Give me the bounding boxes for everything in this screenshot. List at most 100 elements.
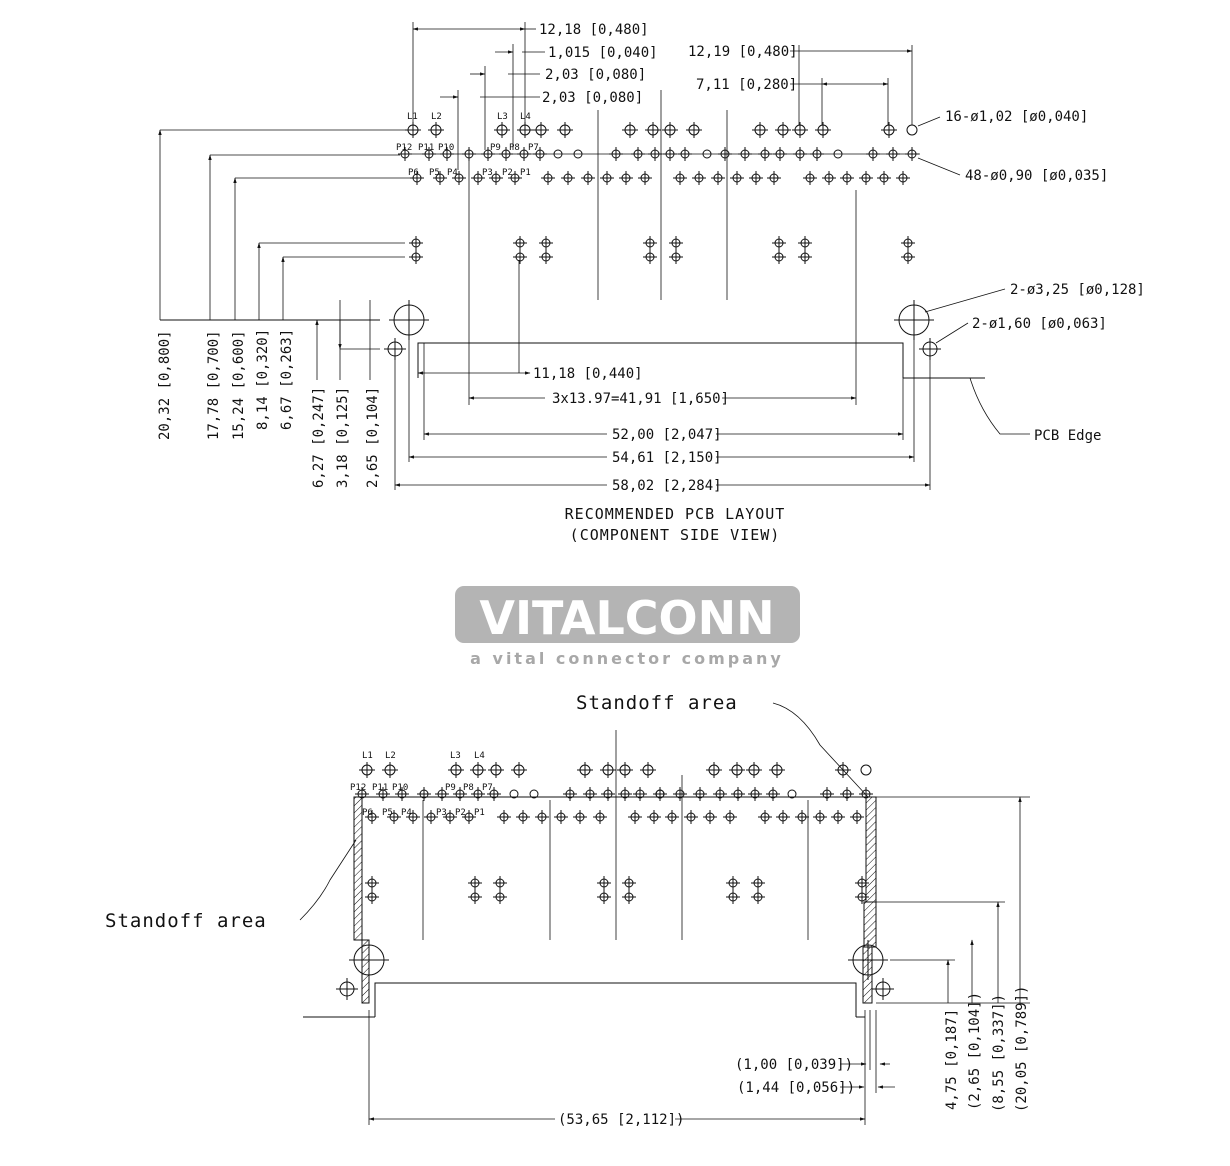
pad-crosshair: [713, 787, 727, 801]
pad-crosshair: [678, 147, 692, 161]
pad-crosshair: [662, 122, 678, 138]
bpin-label-p2: P2: [455, 808, 466, 818]
pad-crosshair: [609, 147, 623, 161]
vdim-2-65-bottom: (2,65 [0,104]): [967, 992, 983, 1110]
pad-crosshair: [628, 810, 642, 824]
bpin-label-p11: P11: [372, 783, 388, 793]
pad-plain: [906, 124, 918, 136]
pin-label-p3: P3: [482, 168, 493, 178]
pad-crosshair: [901, 236, 915, 250]
pad-crosshair: [729, 762, 745, 778]
pin-label-p4: P4: [447, 168, 458, 178]
pad-crosshair: [471, 171, 485, 185]
pad-crosshair: [663, 147, 677, 161]
dim-1-00: (1,00 [0,039]): [735, 1057, 853, 1073]
pad-crosshair: [489, 171, 503, 185]
pad-crosshair: [622, 876, 636, 890]
bpin-label-p4: P4: [401, 808, 412, 818]
pad-crosshair: [387, 810, 401, 824]
pad-crosshair: [470, 762, 486, 778]
pad-crosshair: [638, 171, 652, 185]
pad-crosshair: [577, 762, 593, 778]
pad-crosshair: [738, 147, 752, 161]
pad-crosshair: [752, 122, 768, 138]
pad-crosshair: [471, 787, 485, 801]
vdim-20-32: 20,32 [0,800]: [157, 330, 173, 440]
bpin-label-p7: P7: [482, 783, 493, 793]
pad-crosshair: [593, 810, 607, 824]
pad-plain: [833, 149, 843, 159]
pad-crosshair: [601, 787, 615, 801]
pad-crosshair: [417, 787, 431, 801]
pad-crosshair: [382, 762, 398, 778]
pad-plain: [787, 789, 797, 799]
vdim-6-27: 6,27 [0,247]: [311, 387, 327, 488]
bpin-label-p6: P6: [362, 808, 373, 818]
bpin-label-l1: L1: [362, 751, 373, 761]
pin-label-p2: P2: [502, 168, 513, 178]
pad-crosshair: [508, 171, 522, 185]
dim-1-015: 1,015 [0,040]: [548, 45, 658, 61]
pad-crosshair: [731, 787, 745, 801]
pad-crosshair: [772, 250, 786, 264]
pad-crosshair: [850, 810, 864, 824]
pad-crosshair: [769, 762, 785, 778]
pad-crosshair: [647, 810, 661, 824]
pad-crosshair: [673, 171, 687, 185]
bottom-outline: [303, 730, 894, 1018]
pad-plain: [860, 764, 872, 776]
vitalconn-logo: VITALCONN a vital connector company: [455, 586, 800, 668]
pad-plain: [529, 789, 539, 799]
pad-crosshair: [798, 236, 812, 250]
pad-crosshair: [622, 890, 636, 904]
standoff-right-mid: [863, 901, 877, 948]
pad-crosshair: [533, 122, 549, 138]
pin-label-p10: P10: [438, 143, 454, 153]
dim-2-03-b: 2,03 [0,080]: [542, 90, 643, 106]
pad-crosshair: [751, 890, 765, 904]
pad-crosshair: [692, 171, 706, 185]
pad-crosshair: [365, 810, 379, 824]
pad-crosshair: [359, 762, 375, 778]
pad-crosshair: [581, 171, 595, 185]
pin-label-p8: P8: [509, 143, 520, 153]
pad-crosshair: [813, 810, 827, 824]
pin-label-l1: L1: [407, 112, 418, 122]
pin-label-l4: L4: [520, 112, 531, 122]
top-pcb-outline: [160, 90, 985, 379]
pad-crosshair: [751, 876, 765, 890]
pad-crosshair: [462, 147, 476, 161]
pad-crosshair: [448, 762, 464, 778]
vdim-2-65: 2,65 [0,104]: [365, 387, 381, 488]
pad-crosshair: [749, 171, 763, 185]
pad-crosshair: [730, 171, 744, 185]
pcb-edge-label: PCB Edge: [1034, 428, 1101, 444]
pad-crosshair: [600, 171, 614, 185]
pad-crosshair: [563, 787, 577, 801]
pad-crosshair: [499, 147, 513, 161]
pad-crosshair: [648, 147, 662, 161]
pad-crosshair: [424, 810, 438, 824]
pad-crosshair: [600, 762, 616, 778]
pad-crosshair: [539, 236, 553, 250]
pad-crosshair: [881, 122, 897, 138]
pad-crosshair: [645, 122, 661, 138]
pad-crosshair: [686, 122, 702, 138]
pin-label-p7: P7: [528, 143, 539, 153]
pad-crosshair: [669, 236, 683, 250]
pad-crosshair: [517, 147, 531, 161]
pad-crosshair: [820, 787, 834, 801]
pad-crosshair: [493, 876, 507, 890]
dim-3x13-97: 3x13.97=41,91 [1,650]: [552, 391, 729, 407]
pad-crosshair: [631, 147, 645, 161]
pad-crosshair: [487, 787, 501, 801]
pad-crosshair: [554, 810, 568, 824]
bpin-label-p9: P9: [445, 783, 456, 793]
standoff-left-lower: [361, 939, 370, 1004]
pad-crosshair: [435, 787, 449, 801]
dim-2-03-a: 2,03 [0,080]: [545, 67, 646, 83]
pad-crosshair: [422, 147, 436, 161]
pad-crosshair: [376, 787, 390, 801]
pad-plain: [655, 789, 665, 799]
pad-crosshair: [693, 787, 707, 801]
